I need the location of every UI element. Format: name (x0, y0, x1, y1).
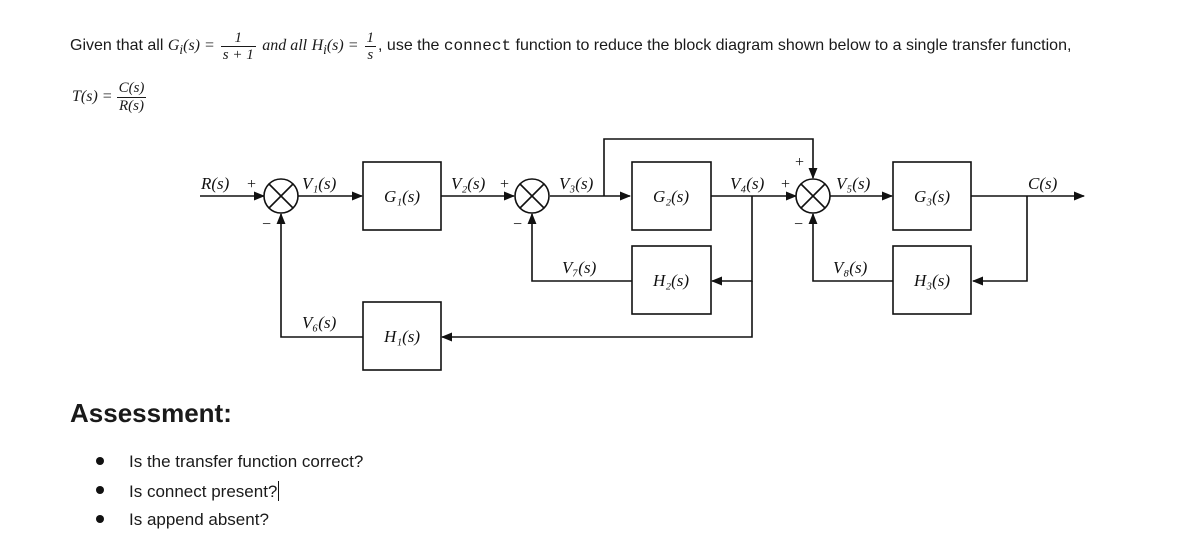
v6-feedback-path (276, 212, 363, 338)
summing-junction-3 (795, 178, 831, 214)
connect-code: connect (443, 37, 512, 56)
bullet-icon (96, 486, 104, 494)
g3-block (892, 161, 972, 231)
g1-label: G₁(s) (384, 187, 420, 206)
g2-block (631, 161, 712, 231)
v2-label: V₂(s) (451, 174, 486, 193)
v5-label: V₅(s) (836, 174, 871, 193)
h2-input-path (710, 196, 753, 286)
h3-block (892, 245, 972, 315)
sj2-plus-sign: + (500, 176, 509, 193)
use-the-text: use the (386, 37, 440, 55)
assessment-heading: Assessment: (70, 398, 232, 428)
sj3-minus-sign: − (794, 216, 803, 233)
v4-label: V₄(s) (730, 174, 765, 193)
v3-label: V₃(s) (559, 174, 594, 193)
g3-label: G₃(s) (914, 187, 950, 206)
h3-label: H₃(s) (913, 271, 950, 290)
h1-input-path (440, 281, 753, 342)
sj1-minus-sign: − (262, 216, 271, 233)
t-fraction: C(s)R(s) (116, 80, 147, 114)
h3-input-path (971, 196, 1028, 286)
given-prefix: Given that all (70, 37, 164, 55)
assessment-checklist: Is the transfer function correct? Is con… (96, 452, 363, 539)
sj3-plus-sign-top: + (795, 154, 804, 171)
sj2-minus-sign: − (513, 216, 522, 233)
h2-block (631, 245, 712, 315)
bullet-icon (96, 515, 104, 523)
block-diagram: G₁(s) G₂(s) G₃(s) H₂(s) H₃(s) H₁(s) R(s)… (200, 138, 1086, 371)
list-item: Is connect present? (96, 481, 363, 510)
summing-junction-2 (514, 178, 550, 214)
feedforward-path (603, 138, 818, 196)
c-label: C(s) (1028, 174, 1058, 193)
h1-label: H₁(s) (383, 327, 420, 346)
v6-label: V₆(s) (302, 313, 337, 332)
signal-labels: R(s) V₁(s) V₂(s) V₃(s) V₄(s) V₅(s) C(s) … (200, 174, 1058, 332)
sj3-plus-sign-left: + (781, 176, 790, 193)
transfer-function-definition: T(s) = C(s)R(s) (72, 80, 147, 114)
junction-signs: + − + − + + − (247, 154, 804, 233)
list-item: Is the transfer function correct? (96, 452, 363, 481)
bullet-icon (96, 457, 104, 465)
list-item: Is append absent? (96, 510, 363, 539)
h1-block (362, 301, 442, 371)
summing-junctions (263, 178, 831, 214)
block-labels: G₁(s) G₂(s) G₃(s) H₂(s) H₃(s) H₁(s) (383, 187, 950, 346)
summing-junction-1 (263, 178, 299, 214)
blocks (362, 161, 972, 371)
signal-lines (200, 138, 1086, 342)
sj1-plus-sign: + (247, 176, 256, 193)
h2-label: H₂(s) (652, 271, 689, 290)
v7-feedback-path (527, 212, 632, 282)
text-cursor-icon (278, 481, 280, 501)
v8-label: V₈(s) (833, 258, 868, 277)
and-all-text: and all (262, 37, 308, 55)
g1-block (362, 161, 442, 231)
g2-label: G₂(s) (653, 187, 689, 206)
v1-label: V₁(s) (302, 174, 337, 193)
r-label: R(s) (200, 174, 230, 193)
v8-feedback-path (808, 212, 893, 282)
v7-label: V₇(s) (562, 258, 597, 277)
problem-suffix: function to reduce the block diagram sho… (515, 37, 1072, 55)
